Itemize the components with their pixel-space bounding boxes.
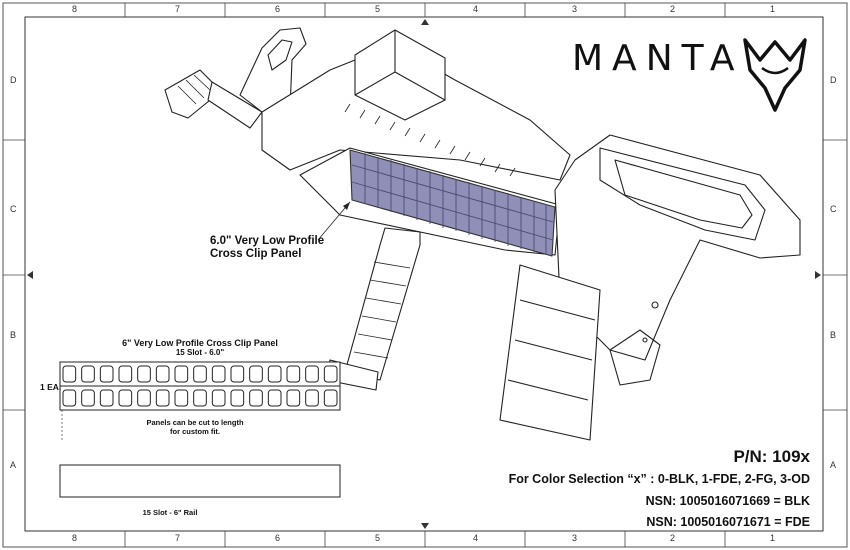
nsn-blk: NSN: 1005016071669 = BLK [645,494,810,508]
panel-detail-title: 6" Very Low Profile Cross Clip Panel [122,338,278,348]
panel-slot [323,365,338,383]
panel-slot [249,389,263,407]
column-label: 5 [375,533,381,543]
row-label: A [830,460,837,470]
manta-logo-emblem [743,38,807,112]
panel-slot [249,365,263,383]
cut-note-line-1: Panels can be cut to length [146,418,244,427]
row-label: D [10,75,17,85]
panel-slot [267,365,282,383]
panel-slot [99,389,114,407]
column-label: 5 [375,4,381,14]
panel-slot [305,389,319,407]
column-label: 2 [670,4,676,14]
panel-slot [174,389,189,407]
panel-slot [155,365,170,383]
panel-slot [286,389,301,407]
panel-slot [62,389,77,407]
panel-slot [211,389,226,407]
panel-callout: 6.0" Very Low Profile Cross Clip Panel [210,235,324,261]
panel-detail-drawing [59,361,341,498]
panel-slot [155,389,170,407]
cut-to-length-note: Panels can be cut to length for custom f… [120,418,270,436]
column-label: 1 [770,4,776,14]
row-label: D [830,75,837,85]
part-number: P/N: 109x [733,447,810,466]
column-label: 8 [72,533,78,543]
column-label: 2 [670,533,676,543]
panel-slot [230,389,245,407]
column-label: 6 [275,533,281,543]
row-label: B [830,330,837,340]
column-label: 3 [572,533,578,543]
column-label: 4 [473,4,479,14]
column-label: 7 [175,4,181,14]
panel-slot [211,365,226,383]
quantity-label: 1 EA. [40,382,62,392]
panel-slot [323,389,338,407]
panel-slot [81,365,95,383]
panel-slot [118,389,133,407]
column-label: 6 [275,4,281,14]
column-label: 8 [72,4,78,14]
panel-slot [286,365,301,383]
panel-slot [267,389,282,407]
panel-slot [230,365,245,383]
row-label: A [10,460,17,470]
panel-slot [62,365,77,383]
column-label: 7 [175,533,181,543]
panel-slot [118,365,133,383]
callout-line-2: Cross Clip Panel [210,248,302,260]
panel-slot [99,365,114,383]
row-label: C [10,204,17,214]
panel-slot [193,365,207,383]
row-label: B [10,330,17,340]
column-label: 3 [572,4,578,14]
panel-slot [305,365,319,383]
rail-caption: 15 Slot - 6" Rail [142,508,198,517]
nsn-fde: NSN: 1005016071671 = FDE [646,515,810,529]
panel-slot [193,389,207,407]
column-label: 4 [473,533,479,543]
panel-slot [137,365,151,383]
color-selection-text: For Color Selection “x” : 0-BLK, 1-FDE, … [508,472,810,486]
callout-line-1: 6.0" Very Low Profile [210,235,325,247]
column-label: 1 [770,533,776,543]
rifle-illustration [164,27,801,441]
panel-slot [174,365,189,383]
brand-wordmark: MANTA [572,38,744,79]
panel-slot [137,389,151,407]
panel-detail-subtitle: 15 Slot - 6.0" [175,348,225,357]
cut-note-line-2: for custom fit. [170,427,220,436]
row-label: C [830,204,837,214]
panel-slot [81,389,95,407]
